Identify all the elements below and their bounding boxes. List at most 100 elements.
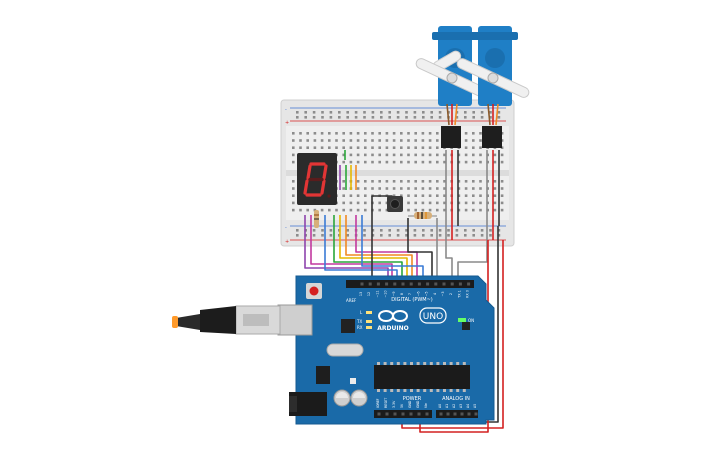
rail-hole[interactable] <box>312 234 316 237</box>
hole[interactable] <box>500 160 504 164</box>
wire-magenta-2[interactable] <box>355 215 418 282</box>
hole[interactable] <box>356 153 360 157</box>
rail-hole[interactable] <box>497 116 501 119</box>
hole[interactable] <box>342 187 345 190</box>
hole[interactable] <box>421 146 425 149</box>
rail-hole[interactable] <box>489 234 492 237</box>
hole[interactable] <box>335 139 338 142</box>
hole[interactable] <box>407 194 410 197</box>
hole[interactable] <box>407 139 410 142</box>
rail-hole[interactable] <box>438 116 442 119</box>
hole[interactable] <box>472 201 475 205</box>
analog-pin-hole[interactable] <box>453 412 457 416</box>
hole[interactable] <box>428 132 432 135</box>
hole[interactable] <box>392 180 396 183</box>
rail-hole[interactable] <box>430 116 433 119</box>
hole[interactable] <box>414 187 417 190</box>
hole[interactable] <box>364 187 367 190</box>
rail-hole[interactable] <box>380 229 383 232</box>
hole[interactable] <box>443 208 446 212</box>
hole[interactable] <box>364 201 367 205</box>
hole[interactable] <box>306 208 309 212</box>
power-pin-hole[interactable] <box>417 412 421 416</box>
hole[interactable] <box>407 201 410 205</box>
hole[interactable] <box>364 153 367 157</box>
hole[interactable] <box>464 146 468 149</box>
hole[interactable] <box>428 153 432 157</box>
rail-hole[interactable] <box>329 111 333 114</box>
rail-hole[interactable] <box>329 116 333 119</box>
hole[interactable] <box>436 139 439 142</box>
rail-hole[interactable] <box>396 116 400 119</box>
rail-hole[interactable] <box>396 111 400 114</box>
rail-hole[interactable] <box>472 116 475 119</box>
hole[interactable] <box>292 187 295 190</box>
hole[interactable] <box>378 132 381 135</box>
hole[interactable] <box>436 187 439 190</box>
hole[interactable] <box>472 194 475 197</box>
digital-pin-hole[interactable] <box>458 282 462 286</box>
hole[interactable] <box>335 132 338 135</box>
hole[interactable] <box>306 146 309 149</box>
analog-pin-hole[interactable] <box>467 412 471 416</box>
hole[interactable] <box>457 180 461 183</box>
rail-hole[interactable] <box>472 111 475 114</box>
rail-hole[interactable] <box>422 116 425 119</box>
hole[interactable] <box>349 139 353 142</box>
rail-hole[interactable] <box>455 229 459 232</box>
hole[interactable] <box>421 153 425 157</box>
hole[interactable] <box>414 139 417 142</box>
hole[interactable] <box>320 146 324 149</box>
rail-hole[interactable] <box>480 234 484 237</box>
usb-port[interactable] <box>277 304 313 336</box>
hole[interactable] <box>400 194 403 197</box>
rail-hole[interactable] <box>413 116 417 119</box>
hole[interactable] <box>500 208 504 212</box>
usb-cable[interactable] <box>172 305 281 335</box>
rail-hole[interactable] <box>405 229 408 232</box>
analog-pin-hole[interactable] <box>460 412 464 416</box>
power-pin-hole[interactable] <box>409 412 413 416</box>
hole[interactable] <box>472 153 475 157</box>
hole[interactable] <box>356 146 360 149</box>
hole[interactable] <box>472 139 475 142</box>
wire-gray-servo1[interactable] <box>445 150 453 282</box>
rail-hole[interactable] <box>296 229 299 232</box>
hole[interactable] <box>428 194 432 197</box>
hole[interactable] <box>356 180 360 183</box>
digital-pin-hole[interactable] <box>417 282 421 286</box>
hole[interactable] <box>407 187 410 190</box>
rail-hole[interactable] <box>447 229 450 232</box>
digital-pin-hole[interactable] <box>360 282 364 286</box>
hole[interactable] <box>443 194 446 197</box>
hole[interactable] <box>349 208 353 212</box>
hole[interactable] <box>342 201 345 205</box>
hole[interactable] <box>292 132 295 135</box>
hole[interactable] <box>328 146 331 149</box>
rail-hole[interactable] <box>338 116 341 119</box>
hole[interactable] <box>421 160 425 164</box>
hole[interactable] <box>436 146 439 149</box>
resistor-button[interactable] <box>408 212 437 219</box>
rail-hole[interactable] <box>363 111 366 114</box>
hole[interactable] <box>378 139 381 142</box>
hole[interactable] <box>493 160 497 164</box>
hole[interactable] <box>313 132 317 135</box>
power-pin-hole[interactable] <box>425 412 429 416</box>
rail-hole[interactable] <box>388 111 391 114</box>
rail-hole[interactable] <box>363 229 366 232</box>
digital-pin-hole[interactable] <box>450 282 454 286</box>
rail-hole[interactable] <box>380 111 383 114</box>
hole[interactable] <box>436 194 439 197</box>
rail-hole[interactable] <box>371 229 375 232</box>
hole[interactable] <box>428 187 432 190</box>
hole[interactable] <box>407 160 410 164</box>
hole[interactable] <box>500 153 504 157</box>
hole[interactable] <box>364 208 367 212</box>
hole[interactable] <box>436 180 439 183</box>
hole[interactable] <box>292 201 295 205</box>
digital-pin-hole[interactable] <box>409 282 413 286</box>
hole[interactable] <box>493 208 497 212</box>
rail-hole[interactable] <box>497 234 501 237</box>
